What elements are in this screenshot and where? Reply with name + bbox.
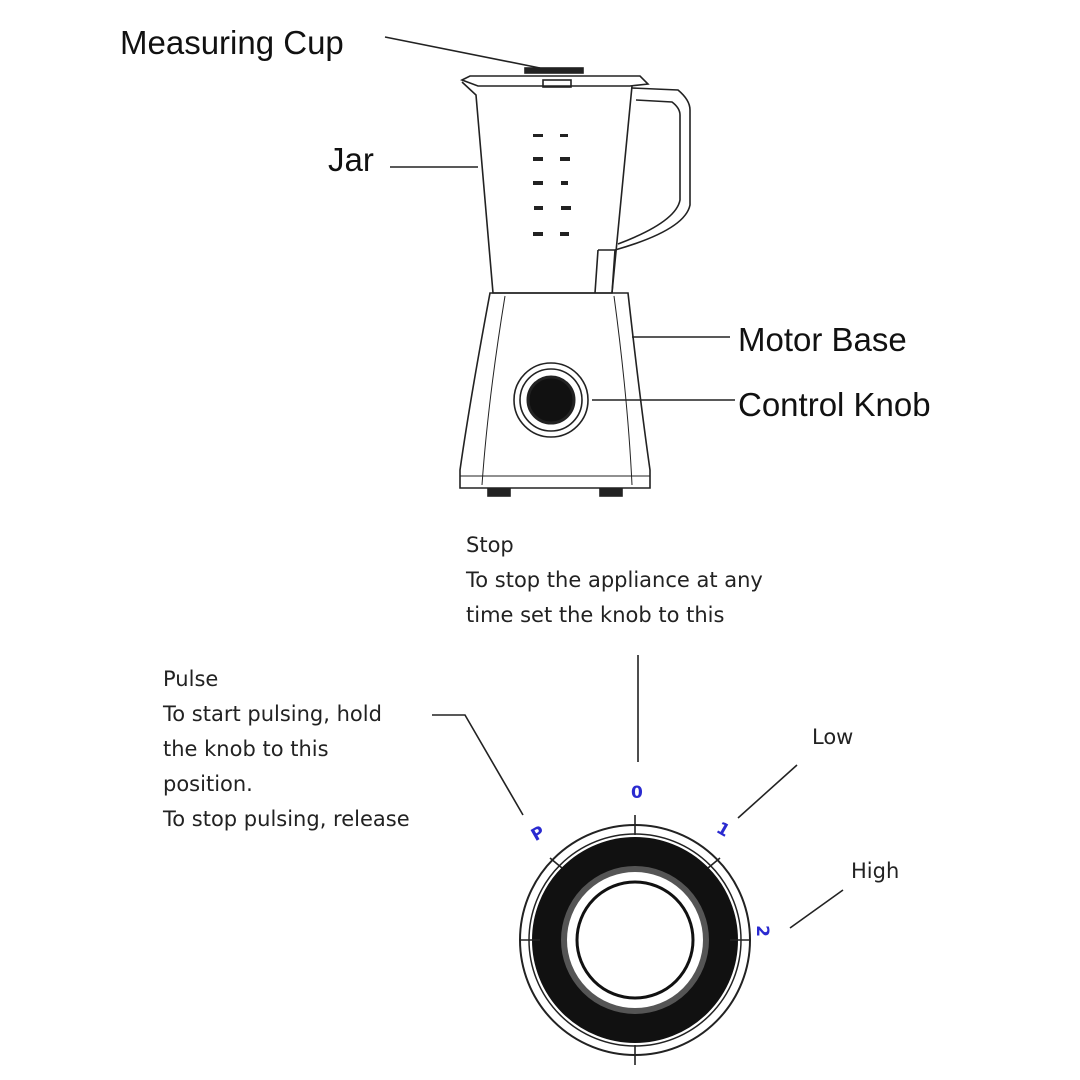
foot bbox=[599, 488, 623, 497]
blender-illustration bbox=[459, 67, 691, 497]
stop-line: To stop the appliance at any bbox=[466, 568, 763, 592]
low-label: Low bbox=[812, 725, 854, 749]
jar-measurement-marks bbox=[533, 134, 571, 236]
dial-mark-stop: 0 bbox=[631, 783, 643, 803]
high-label: High bbox=[851, 859, 900, 883]
dial-mark-high: 2 bbox=[751, 925, 772, 937]
motor-base-shape bbox=[459, 292, 651, 489]
high-leader bbox=[789, 889, 844, 929]
leader-lines bbox=[384, 36, 844, 929]
pulse-leader bbox=[432, 714, 524, 816]
lid bbox=[460, 75, 650, 87]
stop-line: time set the knob to this bbox=[466, 603, 725, 627]
pulse-line: To stop pulsing, release bbox=[163, 807, 410, 831]
jar-handle bbox=[614, 87, 691, 251]
control-knob-label: Control Knob bbox=[738, 386, 931, 423]
jar-body bbox=[461, 81, 633, 294]
foot bbox=[487, 488, 511, 497]
knob-dial-illustration bbox=[519, 815, 751, 1065]
stop-description: Stop To stop the appliance at any time s… bbox=[466, 528, 763, 633]
motor-base-label: Motor Base bbox=[738, 321, 907, 358]
control-knob-small bbox=[513, 362, 589, 438]
pulse-title: Pulse bbox=[163, 667, 219, 691]
measuring-cup-shape bbox=[524, 67, 584, 74]
stop-title: Stop bbox=[466, 533, 514, 557]
low-leader bbox=[737, 764, 798, 819]
jar-label: Jar bbox=[328, 141, 374, 178]
pulse-line: position. bbox=[163, 772, 253, 796]
measuring-cup-label: Measuring Cup bbox=[120, 24, 344, 61]
pulse-description: Pulse To start pulsing, hold the knob to… bbox=[163, 662, 410, 837]
pulse-line: To start pulsing, hold bbox=[163, 702, 382, 726]
measuring-cup-leader bbox=[384, 36, 541, 69]
pulse-line: the knob to this bbox=[163, 737, 329, 761]
